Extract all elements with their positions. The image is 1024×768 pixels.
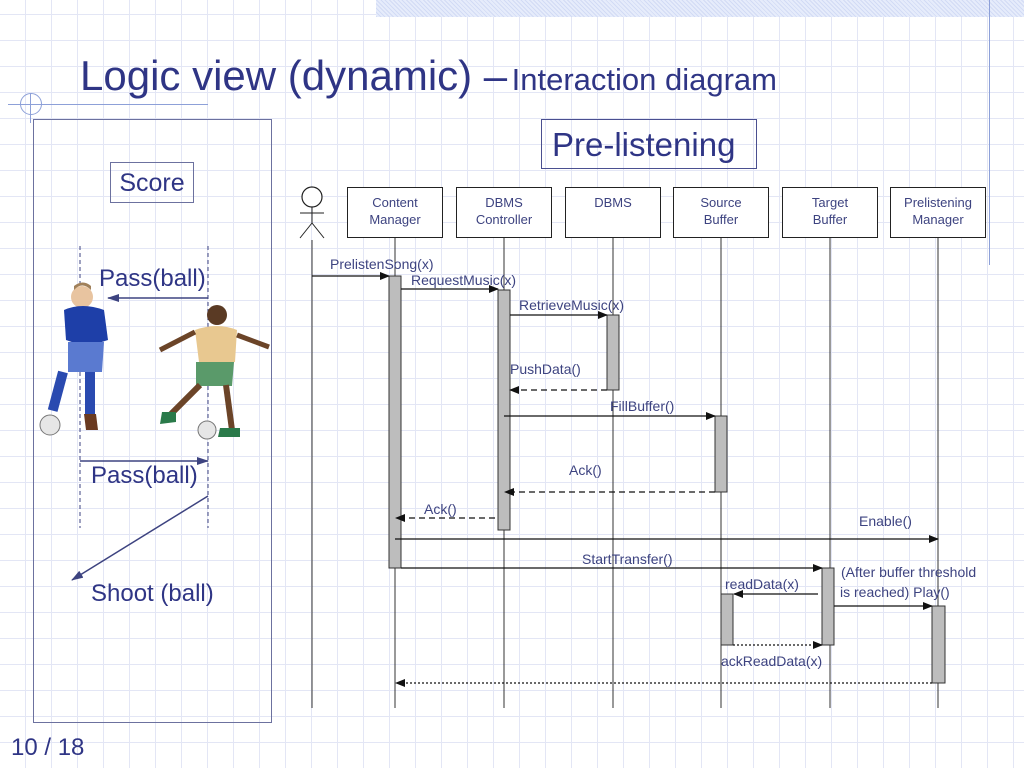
pass-label-top: Pass(ball): [99, 265, 206, 292]
activation-source-buffer-2: [720, 593, 734, 646]
pass-label-bottom: Pass(ball): [91, 462, 198, 489]
slide-title: Logic view (dynamic) – Interaction diagr…: [80, 52, 777, 100]
activation-dbms-controller: [497, 289, 511, 531]
label-ack-1: Ack(): [569, 462, 602, 478]
label-ack-2: Ack(): [424, 501, 457, 517]
title-sub: Interaction diagram: [511, 62, 777, 97]
label-start-transfer: StartTransfer(): [582, 551, 673, 567]
actor-icon: [299, 186, 325, 239]
lifeline-box-source-buffer: Source Buffer: [673, 187, 769, 238]
lifeline-name-line1: Source: [700, 195, 742, 210]
decorative-line: [8, 104, 208, 105]
scenario-label: Pre-listening: [541, 119, 757, 169]
label-ack-read-data: ackReadData(x): [721, 653, 822, 669]
activation-source-buffer: [714, 415, 728, 493]
lifeline-name-line2: Controller: [475, 212, 533, 227]
lifeline-name-line2: Manager: [369, 212, 421, 227]
player-blue-icon: [39, 282, 108, 436]
crosshair-icon: [20, 93, 42, 115]
label-play-line1: (After buffer threshold: [841, 564, 976, 580]
lifelines: [311, 238, 939, 708]
lifeline-box-dbms: DBMS: [565, 187, 661, 238]
label-request-music: RequestMusic(x): [411, 272, 516, 288]
message-labels: PrelistenSong(x) RequestMusic(x) Retriev…: [330, 256, 976, 669]
label-prelisten-song: PrelistenSong(x): [330, 256, 434, 272]
lifeline-box-prelistening-manager: Prelistening Manager: [890, 187, 986, 238]
player-beige-icon: [158, 305, 270, 440]
header-band: [376, 0, 1024, 17]
activation-target-buffer: [821, 567, 835, 646]
lifeline-name-line2: Manager: [912, 212, 964, 227]
shoot-label: Shoot (ball): [91, 580, 214, 607]
title-main: Logic view (dynamic) –: [80, 52, 508, 99]
label-fill-buffer: FillBuffer(): [610, 398, 674, 414]
label-push-data: PushData(): [510, 361, 581, 377]
left-panel-lines: [71, 246, 209, 581]
decorative-line: [30, 93, 31, 123]
label-read-data: readData(x): [725, 576, 799, 592]
label-retrieve-music: RetrieveMusic(x): [519, 297, 624, 313]
activation-content-manager: [388, 275, 402, 569]
lifeline-name-line2: Buffer: [703, 212, 739, 227]
score-box: Score: [110, 162, 194, 203]
lifeline-name-line1: Content: [372, 195, 418, 210]
lifeline-name-line1: Prelistening: [904, 195, 972, 210]
shoot-arrow: [71, 495, 209, 581]
page-number: 10 / 18: [11, 734, 85, 761]
lifeline-name-line1: DBMS: [485, 195, 523, 210]
activation-bars: [388, 275, 946, 684]
lifeline-name-line2: Buffer: [812, 212, 848, 227]
lifeline-box-dbms-controller: DBMS Controller: [456, 187, 552, 238]
lifeline-box-content-manager: Content Manager: [347, 187, 443, 238]
activation-prelistening-manager: [931, 605, 946, 684]
label-play-line2: is reached) Play(): [840, 584, 950, 600]
label-enable: Enable(): [859, 513, 912, 529]
messages: [312, 272, 939, 687]
lifeline-name-line1: Target: [811, 195, 849, 210]
lifeline-name-line1: DBMS: [594, 195, 632, 210]
decorative-line: [989, 0, 990, 265]
activation-dbms: [606, 314, 620, 391]
left-panel-frame: [33, 119, 272, 723]
lifeline-box-target-buffer: Target Buffer: [782, 187, 878, 238]
